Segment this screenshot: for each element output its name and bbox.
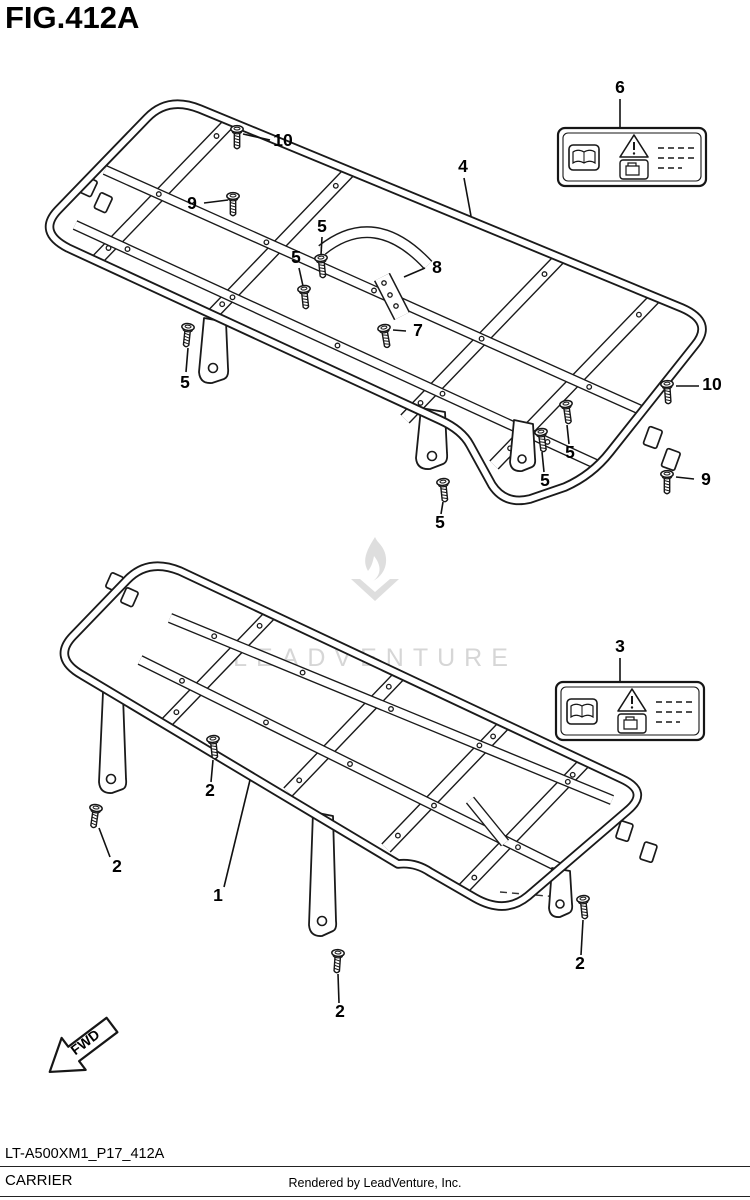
bolt-icon — [575, 894, 592, 921]
fwd-arrow: FWD — [48, 1016, 119, 1074]
callout-6: 6 — [615, 77, 625, 97]
callout-5: 5 — [180, 372, 190, 392]
bolt-icon — [230, 124, 244, 150]
callout-7: 7 — [413, 320, 423, 340]
warning-label-part3 — [554, 680, 706, 742]
callout-5: 5 — [540, 470, 550, 490]
callout-5: 5 — [435, 512, 445, 532]
callout-5: 5 — [565, 442, 575, 462]
callout-10: 10 — [273, 130, 293, 150]
bottom-carrier-drawing — [59, 561, 658, 937]
callout-4: 4 — [458, 156, 468, 176]
render-credit: Rendered by LeadVenture, Inc. — [288, 1176, 462, 1190]
callout-3: 3 — [615, 636, 625, 656]
top-arch-brace — [318, 226, 433, 321]
bolt-icon — [226, 191, 240, 217]
callout-5: 5 — [291, 247, 301, 267]
callout-2: 2 — [335, 1001, 345, 1021]
callouts-bottom: 3 2 2 1 2 2 — [112, 636, 625, 1021]
bolt-icon — [376, 322, 395, 350]
watermark: LEADVENTURE — [233, 537, 508, 672]
bolt-icon — [296, 284, 313, 311]
part-name: CARRIER — [5, 1172, 73, 1189]
callout-10: 10 — [702, 374, 722, 394]
callout-8: 8 — [432, 257, 442, 277]
callout-2: 2 — [112, 856, 122, 876]
top-long-rails — [72, 165, 646, 471]
warning-label-part6 — [556, 126, 708, 188]
callout-2: 2 — [205, 780, 215, 800]
callout-9: 9 — [701, 469, 711, 489]
top-carrier-drawing — [44, 99, 707, 506]
bolt-icon — [179, 322, 196, 349]
footer-divider — [0, 1166, 750, 1167]
callout-9: 9 — [187, 193, 197, 213]
footer-bottom-divider — [0, 1196, 750, 1197]
leadventure-logo-icon — [351, 537, 399, 601]
bottom-strut — [465, 796, 571, 899]
bolt-icon — [329, 948, 346, 974]
bottom-long-rails — [137, 613, 614, 873]
bottom-legs — [98, 572, 658, 937]
bolt-icon — [86, 803, 104, 830]
callout-2: 2 — [575, 953, 585, 973]
document-code: LT-A500XM1_P17_412A — [5, 1146, 165, 1162]
bolt-icon — [558, 399, 576, 426]
callout-1: 1 — [213, 885, 223, 905]
figure-title: FIG.412A — [5, 0, 140, 35]
bolt-icon — [660, 469, 674, 495]
leader-lines — [98, 99, 699, 1004]
callout-5: 5 — [317, 216, 327, 236]
bolt-icon — [435, 477, 452, 504]
callouts-top: 10 9 4 6 5 5 8 7 5 10 5 5 9 5 — [180, 77, 722, 532]
top-mount-brackets — [78, 176, 681, 472]
